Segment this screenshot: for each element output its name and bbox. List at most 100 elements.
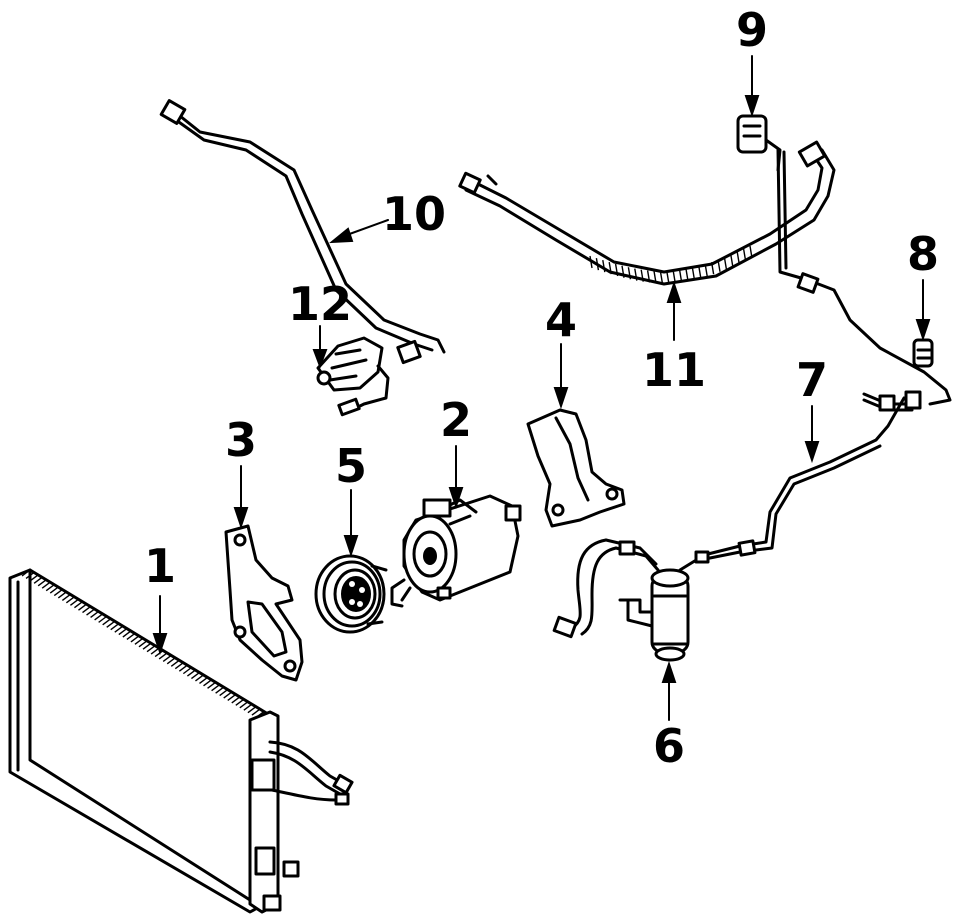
condenser-fin bbox=[166, 657, 176, 665]
valve-12 bbox=[316, 336, 390, 417]
condenser-fin bbox=[98, 615, 108, 623]
bracket-3 bbox=[224, 524, 304, 682]
condenser-fin bbox=[186, 669, 196, 677]
hose-rib bbox=[736, 251, 740, 264]
condenser-fin bbox=[45, 584, 55, 592]
condenser-fin bbox=[86, 608, 95, 616]
hose-rib bbox=[646, 270, 651, 283]
hose-rib bbox=[678, 269, 683, 283]
compressor bbox=[390, 494, 522, 608]
callout-2: 2 bbox=[440, 393, 472, 447]
condenser-fin bbox=[61, 593, 71, 601]
hose-rib bbox=[614, 263, 619, 277]
hose-rib bbox=[666, 271, 670, 284]
callout-labels: 1 2 3 4 5 6 7 8 9 10 11 12 bbox=[144, 3, 939, 773]
condenser-fin bbox=[150, 647, 160, 655]
condenser-fin bbox=[182, 667, 192, 675]
condenser-fin bbox=[134, 637, 144, 645]
hose-rib bbox=[691, 267, 696, 280]
condenser-fin bbox=[122, 630, 132, 638]
clutch-pulley bbox=[314, 554, 388, 634]
bracket-4 bbox=[526, 408, 626, 528]
condenser-fin bbox=[37, 579, 47, 587]
switch-9 bbox=[736, 114, 782, 172]
condenser-fin bbox=[154, 649, 164, 658]
condenser-fin bbox=[69, 598, 79, 606]
callout-12: 12 bbox=[288, 277, 352, 331]
condenser-fin bbox=[199, 676, 208, 684]
condenser-fin bbox=[223, 691, 233, 699]
condenser-fin bbox=[219, 689, 229, 697]
condenser-fin bbox=[174, 662, 184, 670]
hose-rib bbox=[717, 259, 721, 272]
callout-4: 4 bbox=[545, 293, 577, 347]
condenser-fin bbox=[78, 603, 87, 611]
condenser-fin bbox=[21, 569, 31, 577]
hose-rib bbox=[653, 270, 657, 284]
condenser-fin bbox=[215, 686, 225, 694]
callout-11: 11 bbox=[642, 343, 706, 397]
accumulator-drier bbox=[552, 538, 708, 662]
condenser-fin bbox=[110, 623, 120, 631]
condenser-fin bbox=[29, 574, 39, 582]
condenser-fin bbox=[239, 701, 249, 709]
condenser-fin bbox=[74, 601, 83, 609]
hose-rib bbox=[685, 268, 689, 282]
condenser-fin bbox=[195, 674, 204, 682]
condenser-fin bbox=[49, 586, 59, 594]
callout-8: 8 bbox=[907, 227, 939, 281]
callout-7: 7 bbox=[796, 353, 828, 407]
condenser-fin bbox=[203, 679, 212, 687]
liquid-line bbox=[694, 390, 922, 564]
condenser-fin bbox=[41, 581, 51, 589]
condenser-fin bbox=[25, 571, 35, 580]
callout-10: 10 bbox=[382, 187, 446, 241]
condenser-fin bbox=[211, 684, 221, 692]
condenser-fin bbox=[247, 706, 257, 714]
callout-9: 9 bbox=[736, 3, 768, 57]
condenser-fin bbox=[178, 664, 188, 672]
condenser-fin bbox=[65, 596, 75, 604]
hose-rib bbox=[589, 255, 593, 269]
condenser-fin bbox=[106, 620, 116, 628]
hose-rib bbox=[723, 257, 728, 270]
condenser-fin bbox=[235, 698, 245, 706]
hose-rib bbox=[704, 264, 708, 277]
hose-rib bbox=[742, 248, 747, 262]
callout-6: 6 bbox=[653, 719, 685, 773]
leader-arrows bbox=[152, 55, 931, 721]
condenser-fin bbox=[114, 625, 124, 633]
callout-3: 3 bbox=[225, 413, 257, 467]
hose-rib bbox=[595, 257, 600, 271]
condenser-fin bbox=[191, 671, 200, 680]
hose-rib bbox=[634, 268, 638, 281]
hose-rib bbox=[627, 267, 632, 280]
condenser-fin bbox=[53, 588, 63, 597]
condenser-fin bbox=[158, 652, 168, 660]
hose-rib bbox=[602, 260, 606, 273]
callout-5: 5 bbox=[335, 439, 367, 493]
hose-rib bbox=[608, 262, 612, 275]
condenser-fin bbox=[170, 659, 180, 667]
condenser-fin bbox=[94, 613, 104, 621]
condenser-fin bbox=[102, 618, 112, 626]
condenser-fin bbox=[243, 703, 253, 711]
hose-rib bbox=[672, 270, 676, 283]
condenser-fin bbox=[130, 635, 140, 643]
condenser-fin bbox=[227, 693, 237, 702]
suction-line bbox=[776, 148, 952, 406]
condenser bbox=[8, 568, 354, 914]
hose-rib bbox=[730, 254, 734, 267]
condenser-fin bbox=[251, 708, 261, 716]
condenser-fin bbox=[118, 628, 128, 636]
condenser-fin bbox=[90, 610, 99, 619]
hose-rib bbox=[710, 261, 715, 275]
hose-rib bbox=[698, 265, 702, 279]
condenser-fin bbox=[33, 576, 43, 584]
condenser-fin bbox=[142, 642, 152, 650]
hose-11 bbox=[458, 140, 836, 286]
condenser-fin bbox=[82, 606, 91, 614]
condenser-fin bbox=[57, 591, 67, 599]
